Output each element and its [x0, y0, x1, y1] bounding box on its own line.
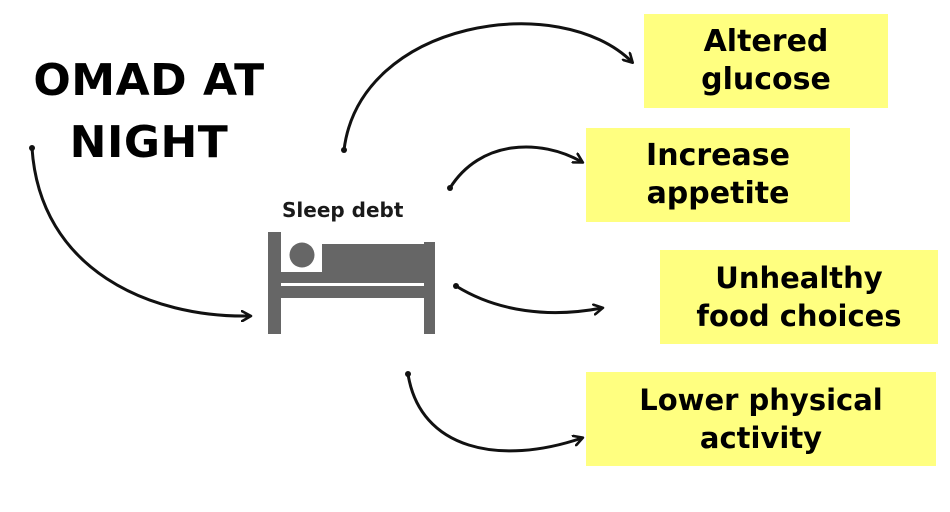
effect-line: food choices [696, 299, 902, 333]
effect-box-altered-glucose: Altered glucose [644, 14, 888, 108]
title-line-2: NIGHT [69, 117, 229, 168]
bed-icon [268, 232, 435, 334]
arrow-to-unhealthy-food [454, 284, 602, 313]
effect-line: Lower physical [639, 383, 883, 417]
effect-box-lower-physical-activity: Lower physical activity [586, 372, 936, 466]
sleep-debt-label: Sleep debt [282, 198, 404, 222]
effect-line: appetite [646, 176, 790, 211]
arrow-start-dot-2 [447, 185, 453, 191]
diagram-title: OMAD AT NIGHT [18, 50, 280, 174]
title-line-1: OMAD AT [33, 55, 265, 106]
arrow-to-lower-activity [406, 372, 582, 453]
effect-line: Increase [646, 138, 790, 173]
arrow-to-increase-appetite [448, 145, 582, 190]
arrow-start-dot-4 [405, 371, 411, 377]
effect-box-increase-appetite: Increase appetite [586, 128, 850, 222]
effect-line: glucose [701, 62, 831, 97]
arrow-start-dot-title [29, 145, 35, 151]
effect-line: Altered [703, 24, 829, 59]
arrow-start-dot-1 [341, 147, 347, 153]
effect-line: activity [699, 421, 823, 455]
effect-box-unhealthy-food-choices: Unhealthy food choices [660, 250, 938, 344]
arrow-start-dot-3 [453, 283, 459, 289]
arrow-title-to-sleep [30, 146, 250, 316]
arrow-to-altered-glucose [342, 22, 632, 152]
effect-line: Unhealthy [715, 261, 883, 295]
